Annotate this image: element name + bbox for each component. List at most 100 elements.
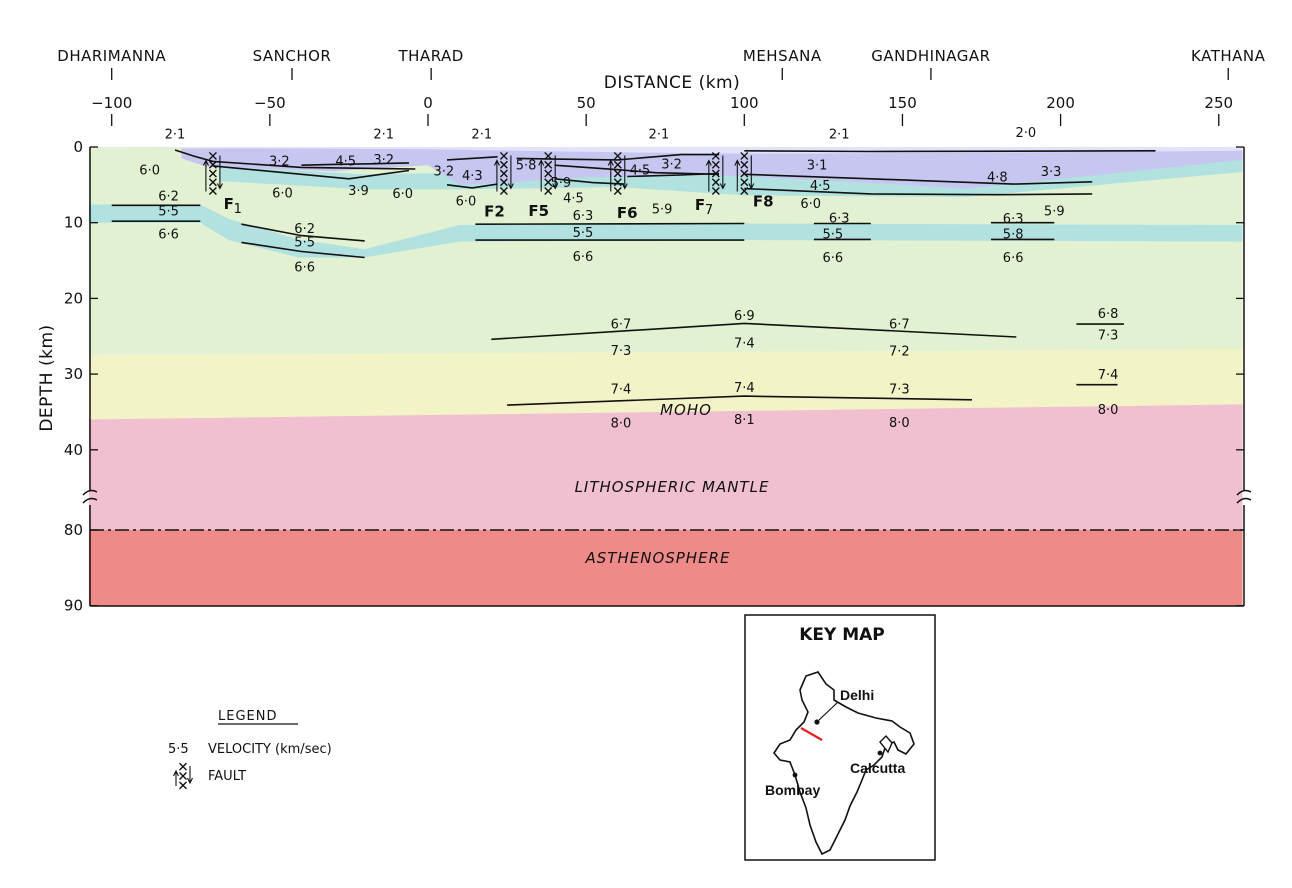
india-east-lobe-icon xyxy=(879,734,893,754)
y-tick-label: 80 xyxy=(64,521,83,539)
velocity-label: 3·9 xyxy=(348,184,369,199)
velocity-label: 2·1 xyxy=(373,127,394,142)
axis-break-right xyxy=(1236,489,1252,504)
calcutta-dot xyxy=(877,750,883,756)
velocity-label: 8·0 xyxy=(889,416,910,431)
fault-cross xyxy=(613,178,622,187)
interface-line xyxy=(744,187,1093,196)
interface-line xyxy=(491,322,1017,341)
x-tick-label: 50 xyxy=(577,94,596,112)
fault-cross xyxy=(208,160,217,169)
interface-line xyxy=(241,223,365,242)
fault-cross xyxy=(544,178,553,187)
key-map: KEY MAP Delhi Calcutta Bombay xyxy=(744,614,936,861)
velocity-label: 4·8 xyxy=(987,171,1008,186)
interface-line xyxy=(301,162,410,166)
city-calcutta: Calcutta xyxy=(850,760,905,776)
town-label: SANCHOR xyxy=(253,47,332,65)
fault-cross xyxy=(740,151,749,160)
fault-label: F5 xyxy=(528,202,549,220)
interface-line xyxy=(627,172,720,178)
fault-label-subscript: 7 xyxy=(705,203,713,218)
fault-cross xyxy=(499,151,508,160)
fault-cross xyxy=(499,187,508,196)
velocity-label: 5·8 xyxy=(1003,227,1024,242)
section-frame xyxy=(82,147,1252,607)
y-tick-label: 10 xyxy=(64,214,83,232)
fault-cross xyxy=(740,178,749,187)
velocity-label: 7·3 xyxy=(889,382,910,397)
y-tick-label: 40 xyxy=(64,441,83,459)
axis-break-left xyxy=(82,489,98,504)
velocity-label: 6·0 xyxy=(392,187,413,202)
fault-cross xyxy=(613,169,622,178)
fault-cross xyxy=(740,169,749,178)
velocity-label: 4·5 xyxy=(630,164,651,179)
velocity-label: 5·5 xyxy=(158,205,179,220)
velocity-label: 7·4 xyxy=(611,382,632,397)
fault-cross xyxy=(711,187,720,196)
velocity-label: 6·0 xyxy=(800,197,821,212)
moho-label: MOHO xyxy=(660,401,712,419)
town-label: DHARIMANNA xyxy=(57,47,166,65)
interface-line xyxy=(507,395,973,406)
velocity-label: 4·5 xyxy=(563,192,584,207)
x-tick-label: 250 xyxy=(1204,94,1233,112)
y-tick-label: 0 xyxy=(73,138,83,156)
velocity-label: 5·8 xyxy=(516,158,537,173)
velocity-label: 2·0 xyxy=(1015,126,1036,141)
interface-line xyxy=(554,164,720,176)
bombay-dot xyxy=(792,772,798,778)
velocity-label: 6·7 xyxy=(889,317,910,332)
interface-lines xyxy=(111,149,1156,406)
lithospheric-mantle-band xyxy=(88,402,1243,530)
interface-line xyxy=(446,156,498,161)
fault-marker: F6 xyxy=(607,151,638,222)
velocity-label: 5·5 xyxy=(823,227,844,242)
velocity-label: 8·0 xyxy=(1098,403,1119,418)
interface-line xyxy=(446,183,498,189)
interface-line xyxy=(744,173,1093,185)
surface-sediment-band xyxy=(88,147,1243,154)
x-tick-label: 200 xyxy=(1046,94,1075,112)
asthenosphere-label: ASTHENOSPHERE xyxy=(585,549,731,567)
delhi-pointer xyxy=(818,701,839,721)
interface-line xyxy=(241,241,365,259)
velocity-label: 3·2 xyxy=(269,155,290,170)
velocity-label: 6·3 xyxy=(573,209,594,224)
x-tick-label: 150 xyxy=(888,94,917,112)
low-velocity-layer-band xyxy=(88,204,1243,258)
fault-arrows xyxy=(173,766,193,786)
velocity-label: 6·0 xyxy=(139,164,160,179)
velocity-label: 8·0 xyxy=(611,417,632,432)
fault-arrows xyxy=(493,155,514,192)
profile-line xyxy=(800,727,823,741)
x-tick-label: −50 xyxy=(254,94,286,112)
fault-label-subscript: 1 xyxy=(234,202,242,217)
x-tick-label: 0 xyxy=(423,94,433,112)
velocity-label: 6·7 xyxy=(611,317,632,332)
fault-cross xyxy=(208,187,217,196)
y-tick-label: 20 xyxy=(64,289,83,307)
x-tick-label: 100 xyxy=(730,94,759,112)
velocity-label: 7·4 xyxy=(734,381,755,396)
fault-arrows xyxy=(202,155,223,192)
velocity-label: 2·1 xyxy=(471,127,492,142)
velocity-label: 4·5 xyxy=(810,179,831,194)
velocity-label: 2·1 xyxy=(649,127,670,142)
velocity-label: 6·2 xyxy=(294,222,315,237)
sediment-band xyxy=(181,147,1243,189)
fault-cross xyxy=(179,781,187,790)
fault-label: F xyxy=(224,195,234,213)
distance-axis-title: DISTANCE (km) xyxy=(604,73,741,93)
legend-velocity-text: VELOCITY (km/sec) xyxy=(208,742,332,757)
fault-cross xyxy=(613,151,622,160)
velocity-label: 4·5 xyxy=(335,155,356,170)
fault-label: F xyxy=(695,196,705,214)
